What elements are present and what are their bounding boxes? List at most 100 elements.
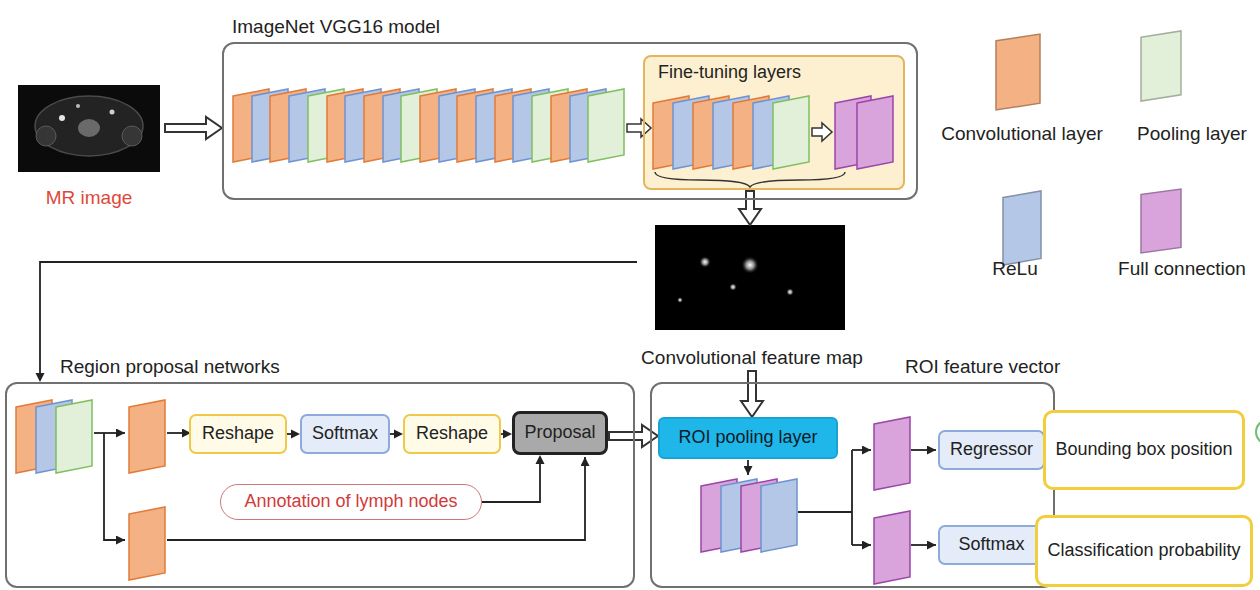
feature-spot [699,256,711,268]
network-frame: Region proposal networksReshapeSoftmaxRe… [5,382,635,588]
wire [852,449,871,451]
mr-anatomy [122,126,142,146]
arrow-head [394,430,403,439]
full-connection-layer [874,417,910,490]
output-box: Classification probability [1035,515,1253,587]
connector-arrow [741,370,763,417]
group-heading: Region proposal networks [60,356,280,379]
connector-arrow [164,117,222,139]
arrow-head [741,401,763,417]
group-heading: ROI feature vector [905,356,1060,379]
connector-arrow [482,455,545,502]
box-label: Softmax [958,534,1024,556]
arrow-head [536,455,545,464]
box-label: Regressor [950,439,1033,461]
mr-anatomy [36,126,56,146]
connector-arrow [501,430,512,439]
brace [655,172,845,187]
process-box: Softmax [300,414,390,454]
process-box: Reshape [189,414,287,454]
legend-item: Pooling layer [1140,30,1182,102]
full-connection-layer [874,511,910,584]
connector-arrow [739,190,761,225]
wire [104,433,125,540]
connector-arrow [36,262,638,382]
box-label: Proposal [524,422,595,444]
box-label: Bounding box position [1055,439,1232,461]
legend-swatch [996,34,1040,110]
mr-image-picture [18,85,160,172]
pooling-layer [56,400,92,473]
wire [747,460,749,475]
legend-item: Full connection [1140,188,1182,254]
feature-spot [677,297,683,303]
process-box: Reshape [403,414,501,454]
lymph-node-spot [110,110,115,115]
relu-layer [761,479,797,552]
box-label: ROI pooling layer [678,427,817,449]
feature-map-panel: Convolutional feature map [637,225,867,370]
legend-label: Convolutional layer [941,123,1103,146]
wire [852,544,871,546]
legend-swatch-frame [1140,30,1182,102]
legend-swatch [1141,31,1181,101]
process-box: Regressor [938,430,1045,470]
legend-label: Pooling layer [1137,123,1247,146]
process-box: Proposal [512,411,608,455]
group-heading: Fine-tuning layers [658,62,801,84]
arrow-shaft-inner [747,192,753,211]
arrow-head [739,209,761,225]
conv-layer [129,400,165,473]
legend-swatch-frame [995,33,1041,111]
arrow-shaft-inner [166,125,208,131]
edge-mark [1256,420,1260,444]
connector-arrow [390,430,403,439]
box-label: Classification probability [1047,540,1240,562]
input-pill: Annotation of lymph nodes [220,484,482,520]
feature-spot [729,283,737,291]
feature-spot [786,288,794,296]
legend-label: ReLu [992,258,1037,281]
wire [911,449,936,451]
arrow-shaft-inner [610,433,644,439]
wire [94,432,125,434]
wire [167,432,191,434]
process-box: ROI pooling layer [658,417,838,459]
group-heading: ImageNet VGG16 model [232,16,440,39]
box-label: Annotation of lymph nodes [244,491,457,513]
fine-tuning-group: Fine-tuning layers [643,55,905,190]
legend-swatch [1141,189,1181,253]
legend-swatch-frame [1140,188,1182,254]
pooling-layer [588,89,624,162]
box-label: Reshape [416,423,488,445]
flow-arrow [812,123,832,141]
output-box: Bounding box position [1043,410,1245,490]
arrow-head [503,430,512,439]
wire [911,544,936,546]
feature-spot [741,256,759,274]
arrow-head [36,373,45,382]
mr-anatomy [78,119,100,137]
pooling-layer [773,96,809,169]
legend-label: Full connection [1118,258,1246,281]
arrow-head [291,430,300,439]
legend-item: ReLu [1002,190,1042,266]
wire [798,450,852,545]
arrow-head [206,117,222,139]
model-frame: ImageNet VGG16 modelFine-tuning layers [222,42,918,200]
image-panel: MR image [14,85,164,210]
legend-swatch-frame [1002,190,1042,266]
arrow-shaft [482,463,540,502]
box-label: Reshape [202,423,274,445]
conv-layer [129,507,165,580]
arrow-shaft-inner [749,372,755,403]
mr-anatomy [35,96,143,156]
process-box: Softmax [938,525,1045,565]
network-frame: ROI feature vectorROI pooling layerRegre… [650,382,1055,588]
flow-arrow [627,119,651,137]
image-caption: MR image [46,187,133,210]
